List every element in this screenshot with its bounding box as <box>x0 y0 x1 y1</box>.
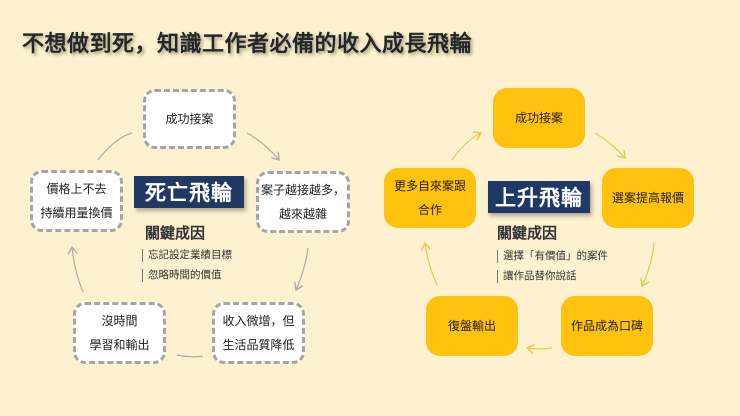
node-text: 選案提高報價 <box>611 191 684 205</box>
page-title: 不想做到死，知識工作者必備的收入成長飛輪 <box>22 32 473 57</box>
dead-node-no-time: 沒時間 學習和輸出 <box>73 302 166 364</box>
node-text: 作品成為口碑 <box>570 319 643 333</box>
node-text: 更多自來案跟 <box>393 179 466 193</box>
dead-node-income: 收入微增，但 生活品質降低 <box>212 302 305 364</box>
node-text: 復盤輸出 <box>447 319 496 333</box>
rising-wheel-banner: 上升飛輪 <box>488 181 590 213</box>
rise-node-more-clients: 更多自來案跟 合作 <box>384 168 476 228</box>
node-text: 持續用量換價 <box>40 206 113 220</box>
dead-node-more-cases: 案子越接越多， 越來越雜 <box>256 171 350 233</box>
arrow-rise-bottomright-to-bottomleft <box>527 348 553 349</box>
node-text: 收入微增，但 <box>222 314 295 328</box>
arrow-dead-left-to-top <box>97 132 133 161</box>
arrow-rise-top-to-right <box>594 132 625 158</box>
death-cause-item: 忽略時間的價值 <box>142 269 222 282</box>
arrow-dead-top-to-right <box>246 132 279 160</box>
node-text: 生活品質降低 <box>222 338 295 352</box>
node-text: 合作 <box>417 203 442 217</box>
node-text: 沒時間 <box>101 314 138 328</box>
rise-node-reputation: 作品成為口碑 <box>561 296 653 356</box>
dead-node-success: 成功接案 <box>143 89 236 149</box>
rise-node-success: 成功接案 <box>493 88 585 148</box>
arrow-rise-right-to-bottomright <box>642 242 655 286</box>
rise-key-causes-title: 關鍵成因 <box>497 224 558 242</box>
arrow-rise-left-to-top <box>451 133 481 161</box>
node-text: 學習和輸出 <box>89 338 150 352</box>
arrow-dead-bottomright-to-bottomleft <box>176 354 204 358</box>
rise-cause-item: 讓作品替你說話 <box>497 270 577 283</box>
death-wheel-banner: 死亡飛輪 <box>134 176 244 208</box>
dead-node-price: 價格上不去 持續用量換價 <box>30 170 123 232</box>
arrow-dead-bottomleft-to-left <box>72 247 84 293</box>
rise-node-review-output: 復盤輸出 <box>426 296 518 356</box>
arrow-dead-right-to-bottomright <box>296 247 309 290</box>
node-text: 價格上不去 <box>46 182 107 196</box>
node-text: 越來越雜 <box>278 207 327 221</box>
node-text: 成功接案 <box>514 111 563 125</box>
arrow-rise-bottomleft-to-left <box>425 243 438 286</box>
death-cause-item: 忘記設定業績目標 <box>142 249 232 262</box>
death-key-causes-title: 關鍵成因 <box>145 224 206 242</box>
rise-node-raise-price: 選案提高報價 <box>602 168 694 228</box>
rise-cause-item: 選擇「有價值」的案件 <box>497 250 608 263</box>
node-text: 成功接案 <box>165 112 214 126</box>
node-text: 案子越接越多， <box>260 183 345 197</box>
